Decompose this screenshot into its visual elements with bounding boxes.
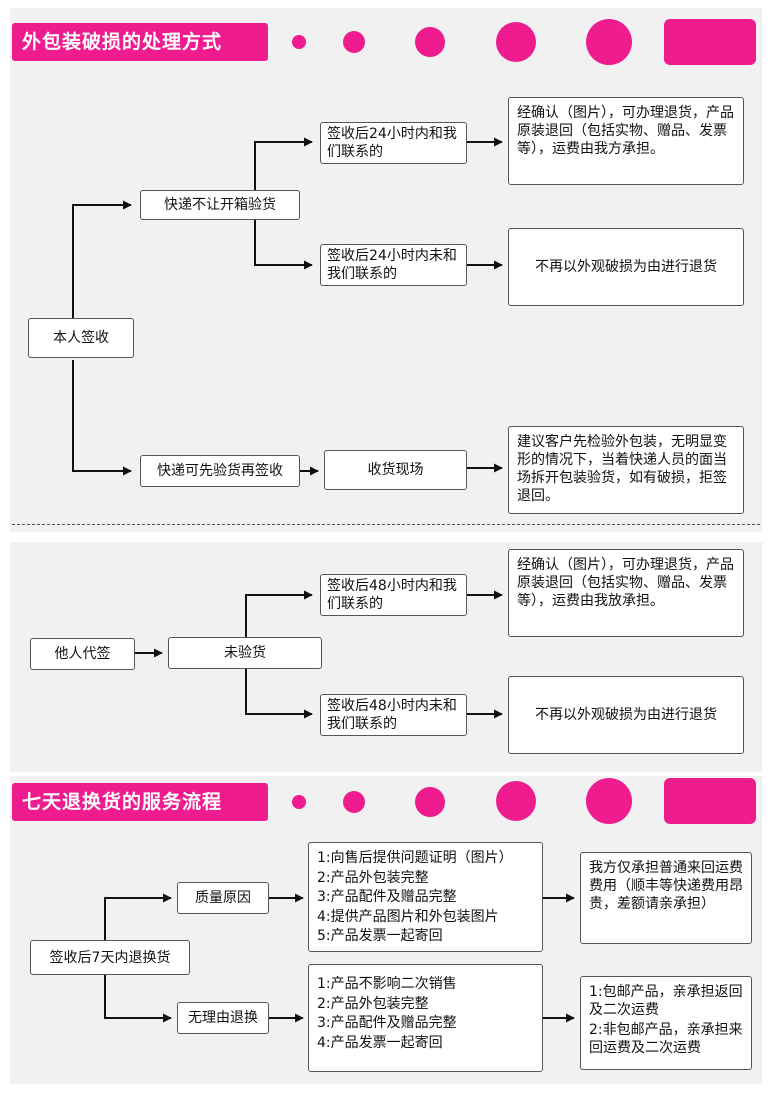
decor-dot (496, 22, 536, 62)
decor-dot (586, 778, 632, 824)
list-item: 2:产品外包装完整 (317, 869, 429, 886)
decor-dot (292, 35, 306, 49)
contact-within-48h-node: 签收后48小时内和我们联系的 (320, 574, 467, 616)
no-return-label-2: 不再以外观破损为由进行退货 (535, 707, 717, 723)
seven-day-return-root-node: 签收后7天内退换货 (30, 940, 190, 975)
contact-within-24h-label: 签收后24小时内和我们联系的 (327, 126, 457, 160)
contact-after-24h-label: 签收后24小时内未和我们联系的 (327, 248, 457, 282)
damage-handling-title: 外包装破损的处理方式 (12, 23, 268, 61)
seven-day-return-root-label: 签收后7天内退换货 (49, 949, 171, 966)
decor-dot (292, 795, 306, 809)
no-reason-return-label: 无理由退换 (188, 1010, 258, 1026)
contact-within-48h-label: 签收后48小时内和我们联系的 (327, 578, 457, 612)
quality-shipping-policy-node: 我方仅承担普通来回运费费用（顺丰等快递费用昂贵，差额请亲承担） (580, 852, 752, 944)
courier-inspect-first-node: 快递可先验货再签收 (140, 455, 300, 487)
decor-dot (343, 791, 365, 813)
no-return-node-2: 不再以外观破损为由进行退货 (508, 676, 744, 754)
return-approved-label-2: 经确认（图片），可办理退货，产品原装退回（包括实物、赠品、发票等），运费由我放承… (517, 557, 734, 609)
seven-day-return-title: 七天退换货的服务流程 (12, 783, 268, 821)
inspection-advice-label: 建议客户先检验外包装，无明显变形的情况下，当着快递人员的面当场拆开包装验货，如有… (517, 434, 727, 504)
courier-inspect-first-label: 快递可先验货再签收 (157, 463, 283, 479)
no-return-label: 不再以外观破损为由进行退货 (535, 259, 717, 275)
self-sign-node: 本人签收 (28, 318, 134, 358)
quality-reason-label: 质量原因 (195, 890, 251, 906)
list-item: 3:产品配件及赠品完整 (317, 889, 457, 905)
not-inspected-label: 未验货 (224, 645, 266, 661)
list-item: 4:产品发票一起寄回 (317, 1034, 443, 1051)
contact-after-48h-label: 签收后48小时内未和我们联系的 (327, 698, 457, 732)
no-reason-requirements-list: 1:产品不影响二次销售 2:产品外包装完整 3:产品配件及赠品完整 4:产品发票… (308, 964, 543, 1072)
decor-dot (343, 31, 365, 53)
receive-on-site-node: 收货现场 (324, 450, 467, 490)
shipping-policy-item: 1:包邮产品，亲承担返回及二次运费 (589, 984, 743, 1018)
decor-pill (664, 19, 756, 65)
contact-after-24h-node: 签收后24小时内未和我们联系的 (320, 244, 467, 286)
no-reason-shipping-policy-node: 1:包邮产品，亲承担返回及二次运费 2:非包邮产品，亲承担来回运费及二次运费 (580, 976, 752, 1070)
shipping-policy-item: 2:非包邮产品，亲承担来回运费及二次运费 (589, 1022, 743, 1056)
decor-dot (415, 27, 445, 57)
decor-dot (415, 787, 445, 817)
other-sign-label: 他人代签 (54, 646, 111, 662)
decor-dot (496, 781, 536, 821)
no-reason-return-node: 无理由退换 (177, 1002, 269, 1034)
receive-on-site-label: 收货现场 (367, 462, 424, 478)
list-item: 4:提供产品图片和外包装图片 (317, 908, 499, 925)
return-approved-node: 经确认（图片），可办理退货，产品原装退回（包括实物、赠品、发票等），运费由我方承… (508, 97, 744, 185)
not-inspected-node: 未验货 (168, 637, 322, 669)
list-item: 1:产品不影响二次销售 (317, 976, 457, 992)
quality-reason-node: 质量原因 (177, 882, 269, 914)
no-return-node: 不再以外观破损为由进行退货 (508, 228, 744, 306)
quality-requirements-list: 1:向售后提供问题证明（图片） 2:产品外包装完整 3:产品配件及赠品完整 4:… (308, 842, 543, 952)
list-item: 5:产品发票一起寄回 (317, 928, 443, 944)
inspection-advice-node: 建议客户先检验外包装，无明显变形的情况下，当着快递人员的面当场拆开包装验货，如有… (508, 426, 744, 514)
decor-pill (664, 778, 756, 824)
return-approved-node-2: 经确认（图片），可办理退货，产品原装退回（包括实物、赠品、发票等），运费由我放承… (508, 549, 744, 637)
section-divider (12, 524, 760, 525)
list-item: 1:向售后提供问题证明（图片） (317, 850, 513, 866)
self-sign-label: 本人签收 (53, 330, 109, 346)
other-sign-node: 他人代签 (30, 638, 135, 670)
list-item: 3:产品配件及赠品完整 (317, 1015, 457, 1031)
contact-after-48h-node: 签收后48小时内未和我们联系的 (320, 694, 467, 736)
courier-no-inspection-node: 快递不让开箱验货 (140, 190, 300, 220)
return-approved-label: 经确认（图片），可办理退货，产品原装退回（包括实物、赠品、发票等），运费由我方承… (517, 105, 734, 157)
list-item: 2:产品外包装完整 (317, 995, 429, 1012)
decor-dot (586, 19, 632, 65)
quality-shipping-policy-label: 我方仅承担普通来回运费费用（顺丰等快递费用昂贵，差额请亲承担） (589, 860, 743, 912)
courier-no-inspection-label: 快递不让开箱验货 (164, 197, 276, 213)
contact-within-24h-node: 签收后24小时内和我们联系的 (320, 122, 467, 164)
